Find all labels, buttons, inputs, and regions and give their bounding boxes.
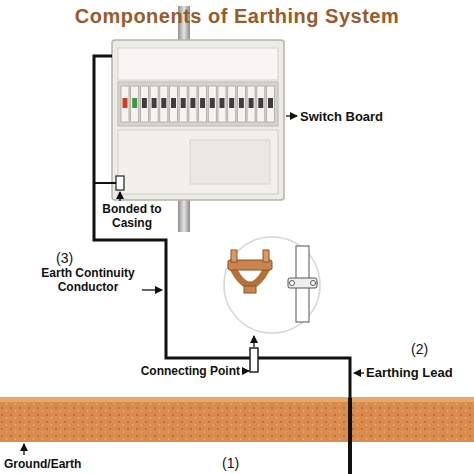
- leader-arrow: [354, 372, 364, 373]
- breaker-toggle: [171, 98, 176, 108]
- breaker-toggle: [210, 98, 215, 108]
- breaker: [228, 86, 236, 122]
- leader-arrow: [23, 444, 24, 455]
- callout-number: (2): [411, 341, 428, 358]
- detail-circle: [224, 237, 320, 333]
- breaker: [160, 86, 168, 122]
- breaker: [189, 86, 197, 122]
- breaker-toggle: [161, 98, 166, 108]
- soil-band: [0, 400, 474, 442]
- breaker-toggle: [132, 98, 137, 108]
- breaker: [208, 86, 216, 122]
- pipe-clamp-band: [288, 278, 317, 288]
- part-label: Bonded to Casing: [99, 202, 165, 231]
- part-label: Ground/Earth: [4, 457, 81, 471]
- soil-surface: [0, 397, 474, 402]
- earth-electrode: [348, 398, 352, 474]
- breaker-toggle: [239, 98, 244, 108]
- leader-arrow: [253, 336, 254, 347]
- breaker: [218, 86, 226, 122]
- breaker-toggle: [190, 98, 195, 108]
- board-cover: [118, 130, 278, 194]
- breaker: [199, 86, 207, 122]
- connecting-point: [250, 348, 258, 372]
- breaker-toggle: [152, 98, 157, 108]
- breaker-toggle: [181, 98, 186, 108]
- leader-arrow: [142, 289, 162, 290]
- breaker: [131, 86, 139, 122]
- copper-saddle: [244, 286, 256, 293]
- breaker: [257, 86, 265, 122]
- breaker: [170, 86, 178, 122]
- leader-arrow: [243, 370, 249, 371]
- bonding-clip: [116, 176, 124, 190]
- soil-texture-fill: [0, 400, 474, 442]
- breaker-toggle: [249, 98, 254, 108]
- breaker-toggle: [268, 98, 273, 108]
- leader-arrow: [119, 192, 120, 201]
- breaker: [150, 86, 158, 122]
- breaker-rail: [118, 82, 278, 126]
- breaker-toggle: [123, 98, 128, 108]
- copper-bolt: [263, 250, 269, 262]
- part-label: Earth Continuity Conductor: [38, 266, 138, 295]
- breaker-toggle: [258, 98, 263, 108]
- clamp-screw: [290, 281, 295, 286]
- part-label: Earthing Lead: [366, 365, 453, 381]
- conduit-pipe: [178, 198, 190, 232]
- copper-bolt: [231, 250, 237, 262]
- clamp-wire: [317, 283, 318, 284]
- diagram-title: Components of Earthing System: [0, 4, 474, 28]
- board-top-panel: [118, 48, 278, 80]
- breaker: [247, 86, 255, 122]
- callout-number: (3): [56, 250, 73, 267]
- part-label: Switch Board: [300, 109, 383, 125]
- callout-number: (1): [222, 455, 239, 472]
- earth-conductor-wire: [94, 56, 350, 400]
- board-cover-panel: [190, 140, 270, 184]
- breaker: [179, 86, 187, 122]
- breaker: [267, 86, 275, 122]
- bonding-wire: [94, 182, 116, 184]
- breaker-toggle: [142, 98, 147, 108]
- breaker: [140, 86, 148, 122]
- breaker: [237, 86, 245, 122]
- part-label: Connecting Point: [120, 364, 240, 378]
- switch-board-casing: [112, 40, 284, 200]
- breaker-row: [121, 86, 275, 122]
- leader-arrow: [286, 115, 297, 116]
- clamp-screw: [311, 281, 316, 286]
- breaker-toggle: [229, 98, 234, 108]
- breaker: [121, 86, 129, 122]
- breaker-toggle: [200, 98, 205, 108]
- breaker-toggle: [220, 98, 225, 108]
